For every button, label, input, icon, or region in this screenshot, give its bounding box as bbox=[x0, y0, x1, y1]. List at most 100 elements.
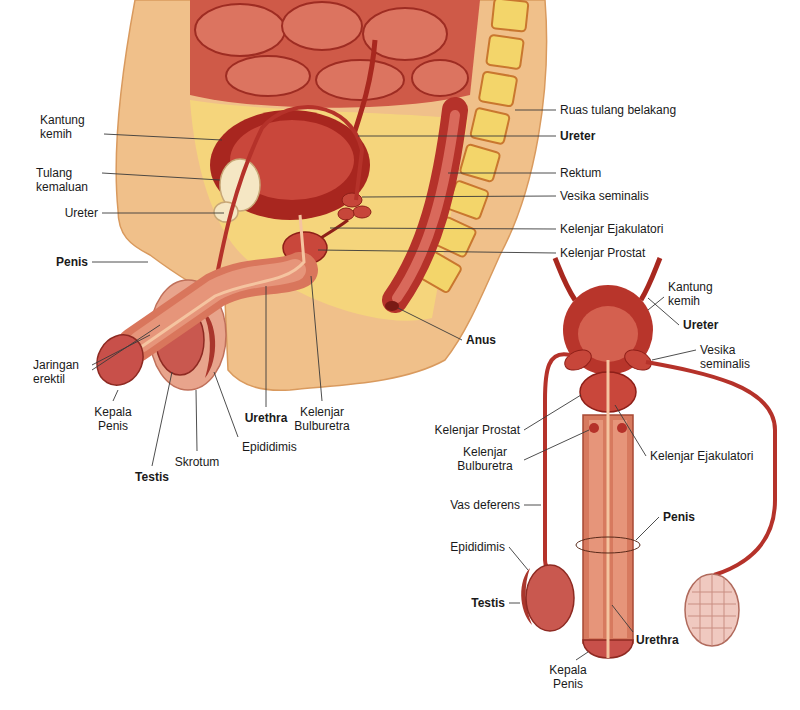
epididymis bbox=[202, 310, 215, 378]
leader-line bbox=[652, 350, 696, 360]
vertebra bbox=[460, 144, 501, 182]
leader-line bbox=[648, 297, 664, 310]
leader-line bbox=[615, 405, 646, 456]
leader-line bbox=[515, 110, 556, 111]
leader-line bbox=[398, 308, 462, 340]
leader-line bbox=[509, 603, 520, 604]
part-label: Ruas tulang belakang bbox=[560, 103, 676, 117]
leader-line bbox=[509, 547, 528, 570]
part-label: Kantung kemih bbox=[668, 280, 728, 308]
vesicle-lobe bbox=[342, 193, 362, 207]
seminal-vesicle bbox=[622, 346, 655, 374]
part-label: Kelenjar Bulburetra bbox=[450, 445, 520, 473]
urethra bbox=[128, 215, 304, 356]
leader-line bbox=[92, 325, 160, 370]
leader-line bbox=[311, 276, 322, 401]
leader-line bbox=[113, 390, 118, 401]
vas-deferens bbox=[545, 354, 570, 567]
rectum-lumen bbox=[397, 115, 455, 298]
erectile-tissue bbox=[589, 420, 603, 638]
part-label: Vesika seminalis bbox=[700, 343, 760, 371]
anus bbox=[385, 301, 399, 311]
part-label: Ureter bbox=[65, 206, 98, 220]
part-label: Epididimis bbox=[450, 540, 505, 554]
part-label: Penis bbox=[663, 510, 695, 524]
part-label: Jaringan erektil bbox=[33, 358, 88, 386]
vertebra bbox=[470, 108, 510, 145]
leader-line bbox=[524, 430, 589, 460]
leader-line bbox=[92, 262, 148, 263]
body-ground bbox=[116, 0, 546, 390]
part-label: Tulang kemaluan bbox=[36, 166, 98, 194]
part-label: Penis bbox=[56, 255, 88, 269]
vesicle-lobe bbox=[353, 206, 371, 218]
vertebra bbox=[486, 35, 524, 69]
leader-line bbox=[196, 390, 197, 451]
ureter bbox=[641, 258, 660, 300]
intestine-mass bbox=[190, 0, 480, 108]
vertebra bbox=[479, 71, 518, 106]
part-label: Vas deferens bbox=[450, 498, 520, 512]
leader-line bbox=[104, 134, 222, 140]
part-label: Kelenjar Prostat bbox=[435, 423, 520, 437]
ureter bbox=[352, 40, 375, 140]
part-label: Kelenjar Prostat bbox=[560, 246, 645, 260]
leader-line bbox=[214, 372, 238, 437]
leader-line bbox=[152, 372, 172, 466]
leader-line bbox=[102, 213, 224, 214]
part-label: Urethra bbox=[245, 411, 288, 425]
leader-line bbox=[318, 250, 556, 253]
part-label: Testis bbox=[135, 470, 169, 484]
ureter bbox=[555, 258, 575, 300]
leader-line bbox=[330, 228, 556, 229]
seminiferous-tubules bbox=[688, 575, 736, 645]
part-label: Skrotum bbox=[175, 455, 220, 469]
part-label: Vesika seminalis bbox=[560, 189, 649, 203]
part-label: Kepala Penis bbox=[91, 405, 136, 433]
leader-lines bbox=[92, 110, 696, 660]
part-label: Ureter bbox=[683, 318, 718, 332]
seminal-vesicle bbox=[562, 346, 595, 374]
vas-deferens bbox=[646, 362, 775, 575]
vertebra bbox=[492, 0, 529, 32]
leader-line bbox=[92, 335, 150, 365]
part-label: Kepala Penis bbox=[546, 663, 591, 691]
intestine-loop bbox=[412, 60, 468, 96]
leader-line bbox=[576, 652, 588, 660]
leader-line bbox=[266, 286, 267, 407]
bulbourethral-gland bbox=[589, 423, 599, 433]
vesicle-lobe bbox=[338, 208, 354, 220]
bulbourethral-gland bbox=[617, 423, 627, 433]
testis-section bbox=[685, 574, 739, 646]
intestine-loop bbox=[282, 2, 362, 50]
intestine-loop bbox=[226, 56, 310, 96]
leader-line bbox=[636, 517, 659, 540]
part-label: Rektum bbox=[560, 166, 601, 180]
part-label: Kelenjar Bulburetra bbox=[287, 405, 357, 433]
part-label: Kelenjar Ejakulatori bbox=[560, 222, 663, 236]
part-label: Testis bbox=[471, 596, 505, 610]
leader-line bbox=[102, 173, 220, 180]
part-label: Epididimis bbox=[242, 440, 297, 454]
intestine-loop bbox=[316, 60, 404, 100]
urethra bbox=[607, 360, 610, 658]
leader-line bbox=[362, 196, 556, 197]
part-label: Kantung kemih bbox=[40, 113, 100, 141]
rectum bbox=[395, 110, 455, 300]
part-label: Kelenjar Ejakulatori bbox=[650, 449, 753, 463]
erectile-tissue bbox=[613, 420, 627, 638]
leader-line bbox=[612, 605, 633, 632]
part-label: Anus bbox=[466, 333, 496, 347]
intestine-loop bbox=[195, 4, 285, 56]
leader-line bbox=[524, 505, 541, 506]
part-label: Ureter bbox=[560, 129, 595, 143]
penis-ring bbox=[576, 537, 640, 553]
leader-line bbox=[448, 173, 556, 174]
leader-line bbox=[358, 136, 556, 137]
testis bbox=[526, 565, 574, 631]
part-label: Urethra bbox=[636, 633, 679, 647]
leader-line bbox=[524, 395, 581, 430]
